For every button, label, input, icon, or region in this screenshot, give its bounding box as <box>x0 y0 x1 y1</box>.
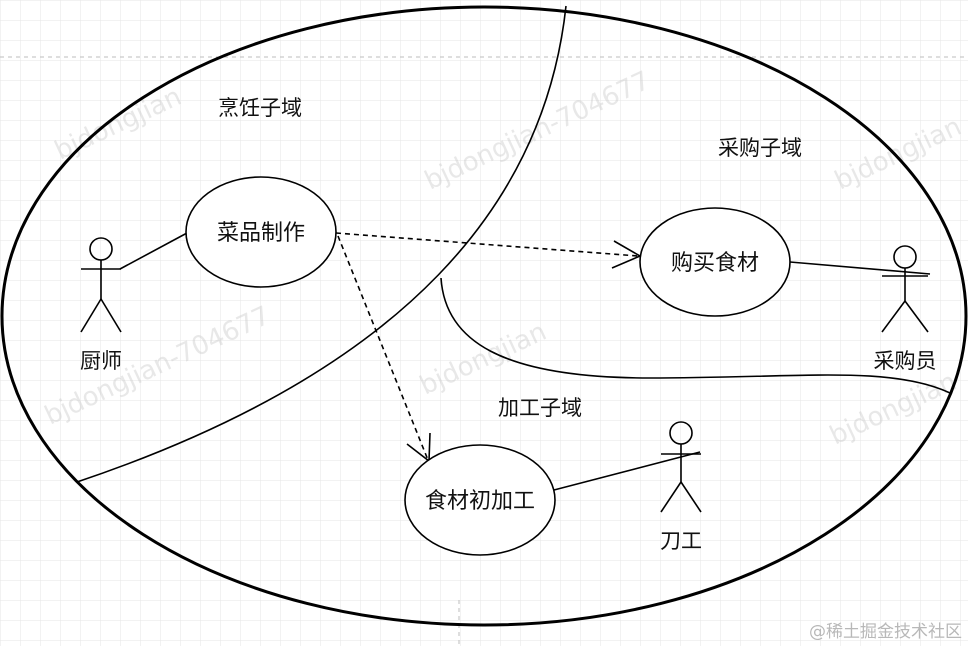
dependency-dish-to-buy <box>335 232 639 257</box>
actor-label-buyer: 采购员 <box>874 349 937 373</box>
zone-label-purchasing: 采购子域 <box>718 136 802 160</box>
use-case-ingredient-prep: 食材初加工 <box>404 444 556 556</box>
actor-buyer <box>881 245 929 333</box>
domain-boundary <box>0 5 968 627</box>
site-credit: @稀土掘金技术社区 <box>809 622 962 642</box>
divider-cooking-purchasing <box>76 5 567 483</box>
association-buy-buyer <box>789 261 931 275</box>
zone-label-cooking: 烹饪子域 <box>218 96 302 120</box>
use-case-label: 菜品制作 <box>217 221 305 246</box>
association-chef-dish <box>119 232 188 270</box>
actor-chef <box>80 237 122 333</box>
dependency-dish-to-prep <box>337 235 429 461</box>
use-case-label: 购买食材 <box>671 251 759 276</box>
actor-label-knife-worker: 刀工 <box>660 529 702 553</box>
use-case-buy-ingredients: 购买食材 <box>639 207 791 317</box>
use-case-dish-making: 菜品制作 <box>185 176 337 288</box>
use-case-label: 食材初加工 <box>425 489 535 514</box>
zone-label-processing: 加工子域 <box>498 396 582 420</box>
association-prep-knife <box>553 451 701 491</box>
actor-knife-worker <box>660 421 702 513</box>
actor-label-chef: 厨师 <box>80 349 122 373</box>
divider-purchasing-processing <box>440 277 951 394</box>
